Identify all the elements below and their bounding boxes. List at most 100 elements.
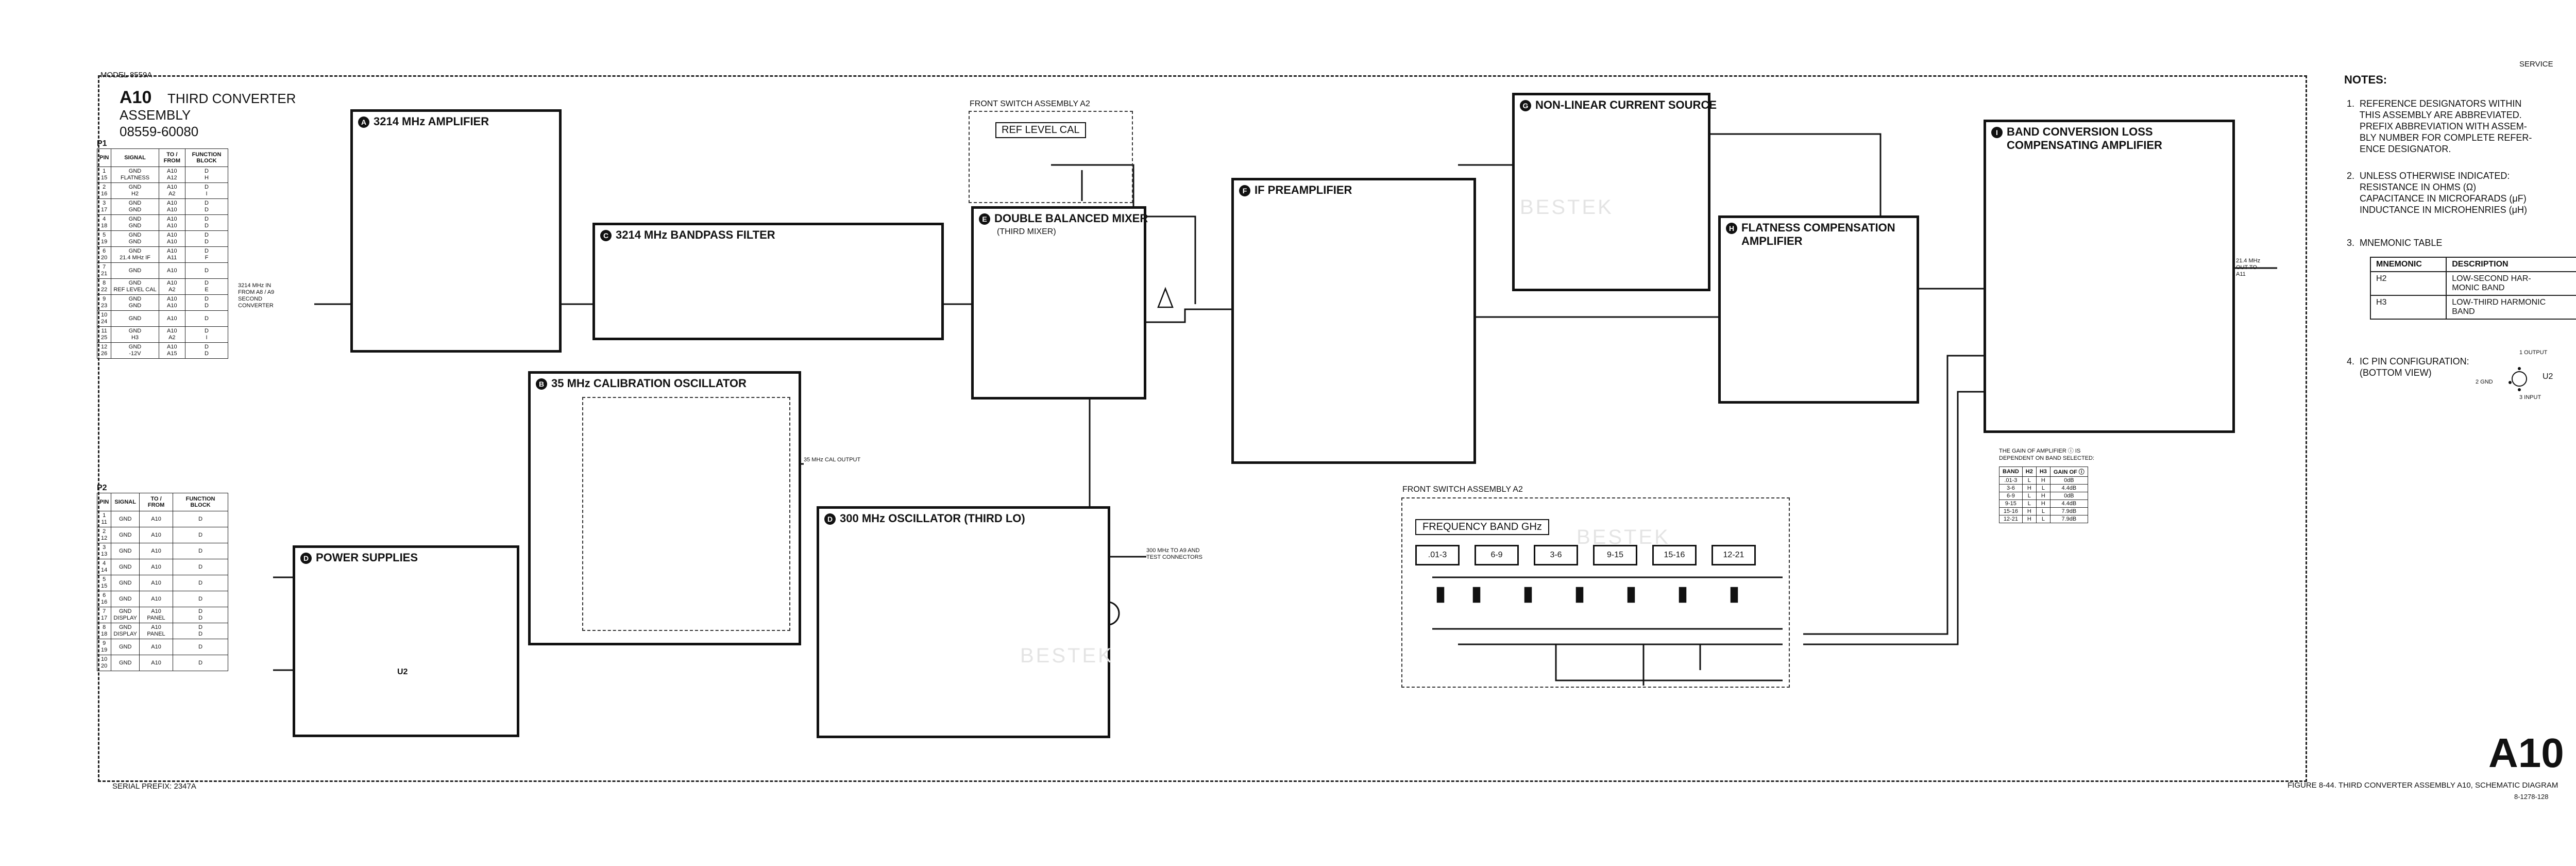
p1-cell: 1 15 bbox=[96, 166, 112, 183]
block-c-title-text: 3214 MHz BANDPASS FILTER bbox=[616, 228, 775, 241]
p2-cell: 2 12 bbox=[96, 527, 112, 543]
serial-prefix: SERIAL PREFIX: 2347A bbox=[112, 782, 196, 791]
input-signal-label: 3214 MHz IN FROM A8 / A9 SECOND CONVERTE… bbox=[238, 282, 275, 309]
ic-pin-diagram bbox=[2509, 367, 2527, 391]
band-switch-5: 15-16 bbox=[1652, 545, 1697, 565]
block-g-marker: G bbox=[1520, 100, 1531, 112]
p2-cell: D bbox=[173, 543, 228, 559]
p1-cell: A10 A10 bbox=[158, 230, 185, 247]
p1-cell: GND REF LEVEL CAL bbox=[111, 278, 159, 295]
big-assembly-label: A10 bbox=[2488, 730, 2564, 776]
block-osc-marker: D bbox=[824, 513, 836, 525]
p1-cell: D D bbox=[184, 230, 229, 247]
p1-cell: GND GND bbox=[111, 198, 159, 215]
gain-cell: H bbox=[2022, 484, 2037, 492]
oscillator-shield bbox=[582, 397, 790, 631]
p2-cell: GND bbox=[111, 639, 140, 655]
gain-cell: 15-16 bbox=[1999, 507, 2023, 515]
gain-cell: L bbox=[2036, 515, 2050, 523]
if-output-label: 21.4 MHz OUT TO A11 bbox=[2236, 258, 2261, 277]
ic-pin-input: 3 INPUT bbox=[2519, 394, 2541, 401]
p2-cell: 5 15 bbox=[96, 575, 112, 591]
p2-cell: 6 16 bbox=[96, 591, 112, 607]
p2-cell: GND bbox=[111, 559, 140, 575]
gain-cell: H bbox=[2022, 507, 2037, 515]
watermark-2: BESTEK bbox=[1020, 644, 1114, 667]
watermark-1: BESTEK bbox=[1520, 196, 1614, 219]
p1-cell: A10 A2 bbox=[158, 326, 185, 343]
band-switch-3: 3-6 bbox=[1534, 545, 1578, 565]
p2-header-signal: SIGNAL bbox=[111, 493, 140, 511]
band-switch-2: 6-9 bbox=[1475, 545, 1519, 565]
block-c-bandpass-filter: C 3214 MHz BANDPASS FILTER bbox=[592, 223, 944, 340]
block-e-title-text: DOUBLE BALANCED MIXER bbox=[994, 212, 1148, 225]
p1-cell: D H bbox=[184, 166, 229, 183]
block-f-title-text: IF PREAMPLIFIER bbox=[1255, 184, 1352, 196]
gain-cell: 0dB bbox=[2049, 476, 2088, 485]
band-switch-4: 9-15 bbox=[1593, 545, 1637, 565]
block-c-marker: C bbox=[600, 230, 612, 242]
p2-cell: GND bbox=[111, 527, 140, 543]
p1-cell: GND H2 bbox=[111, 182, 159, 199]
block-i-title2: COMPENSATING AMPLIFIER bbox=[2007, 139, 2162, 152]
block-a-marker: A bbox=[358, 116, 369, 128]
note-4: 4. IC PIN CONFIGURATION: (BOTTOM VIEW) bbox=[2347, 356, 2469, 378]
gain-cell: L bbox=[2022, 476, 2037, 485]
mnemonic-cell: LOW-SECOND HAR- MONIC BAND bbox=[2446, 271, 2576, 296]
p1-cell: 9 23 bbox=[96, 294, 112, 311]
p1-cell: A10 bbox=[158, 310, 185, 327]
p1-cell: GND bbox=[111, 262, 159, 279]
p2-cell: D bbox=[173, 575, 228, 591]
p1-cell: 4 18 bbox=[96, 214, 112, 231]
p2-cell: D bbox=[173, 527, 228, 543]
block-f-marker: F bbox=[1239, 185, 1250, 197]
gain-cell: 7.9dB bbox=[2049, 507, 2088, 515]
p2-cell: D D bbox=[173, 607, 228, 623]
p1-cell: D bbox=[184, 310, 229, 327]
front-switch-band: FRONT SWITCH ASSEMBLY A2 FREQUENCY BAND … bbox=[1401, 485, 1790, 688]
p1-cell: D E bbox=[184, 278, 229, 295]
p1-cell: D D bbox=[184, 342, 229, 359]
service-label: SERVICE bbox=[2519, 60, 2553, 69]
block-i-title-text: BAND CONVERSION LOSS bbox=[2007, 125, 2153, 138]
gain-cell: L bbox=[2022, 492, 2037, 500]
lo-output-label: 300 MHz TO A9 AND TEST CONNECTORS bbox=[1146, 547, 1202, 560]
p1-cell: A10 A12 bbox=[158, 166, 185, 183]
assembly-id: A10 bbox=[120, 88, 152, 107]
p2-cell: 3 13 bbox=[96, 543, 112, 559]
gain-cell: 3-6 bbox=[1999, 484, 2023, 492]
p1-cell: A10 bbox=[158, 262, 185, 279]
p1-pin-table: PIN SIGNAL TO / FROM FUNCTION BLOCK 1 15… bbox=[96, 148, 229, 359]
p2-header-tofrom: TO / FROM bbox=[139, 493, 174, 511]
p2-cell: A10 bbox=[139, 559, 174, 575]
p1-cell: 7 21 bbox=[96, 262, 112, 279]
ref-level-cal-box: REF LEVEL CAL bbox=[995, 122, 1086, 138]
p2-cell: GND bbox=[111, 543, 140, 559]
p2-cell: 1 11 bbox=[96, 511, 112, 527]
p1-header-function: FUNCTION BLOCK bbox=[184, 148, 229, 167]
figure-code: 8-1278-128 bbox=[2514, 793, 2549, 801]
